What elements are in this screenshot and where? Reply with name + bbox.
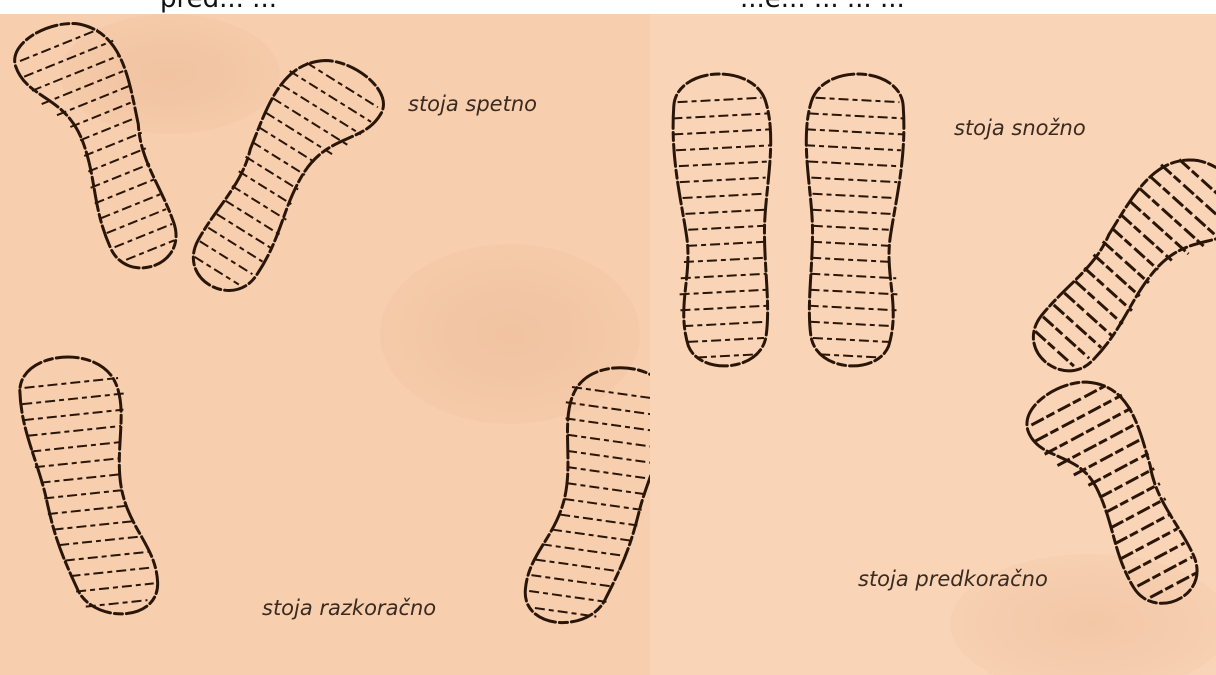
footprint-spetno-left <box>7 14 198 286</box>
cropped-header-strip: pred... ... ...e... ... ... ... <box>0 0 1216 14</box>
footprint-predkoracno-front <box>1011 137 1216 398</box>
footprint-razkoracno-left <box>16 350 160 623</box>
footprints-right-diagram <box>650 14 1216 675</box>
right-panel: stoja snožno stoja predkoračno <box>650 14 1216 675</box>
footprints-left-diagram <box>0 14 650 675</box>
footprint-razkoracno-right <box>521 358 650 633</box>
footprint-snozno-left <box>668 71 783 368</box>
footprint-spetno-right <box>171 40 394 314</box>
footprint-predkoracno-back <box>1017 362 1216 624</box>
cropped-header-right: ...e... ... ... ... <box>740 0 905 14</box>
cropped-header-left: pred... ... <box>160 0 277 14</box>
footprint-snozno-right <box>794 71 909 368</box>
left-panel: stoja spetno stoja razkoračno <box>0 14 650 675</box>
